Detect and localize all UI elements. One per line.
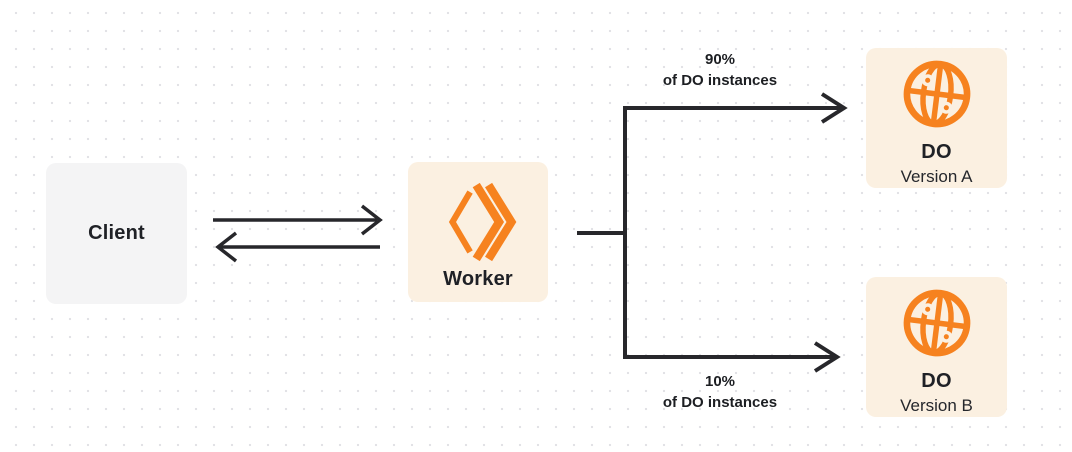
client-to-worker-arrow <box>213 204 383 236</box>
edge-label-10-percent: 10% of DO instances <box>590 371 850 413</box>
do-version-b-label: DO <box>921 370 952 392</box>
do-version-b-sublabel: Version B <box>900 396 973 415</box>
do-version-b-node: DO Version B <box>866 277 1007 417</box>
client-node: Client <box>46 163 187 304</box>
arrow-to-do-version-a <box>623 92 848 359</box>
edge-label-90-percent: 90% of DO instances <box>590 49 850 91</box>
cloudflare-workers-icon <box>434 178 522 266</box>
do-version-a-sublabel: Version A <box>900 167 973 186</box>
client-label: Client <box>88 222 145 244</box>
do-version-a-node: DO Version A <box>866 48 1007 188</box>
worker-label: Worker <box>443 267 513 290</box>
durable-object-globe-icon <box>898 284 976 362</box>
worker-node: Worker <box>408 162 548 302</box>
worker-to-client-arrow <box>215 231 380 263</box>
edge-caption: of DO instances <box>662 394 778 411</box>
durable-object-globe-icon <box>898 55 976 133</box>
do-version-a-label: DO <box>921 141 952 163</box>
edge-caption: of DO instances <box>662 72 778 89</box>
edge-percent: 10% <box>704 373 736 390</box>
arrow-to-do-version-b <box>625 341 841 373</box>
edge-percent: 90% <box>704 51 736 68</box>
